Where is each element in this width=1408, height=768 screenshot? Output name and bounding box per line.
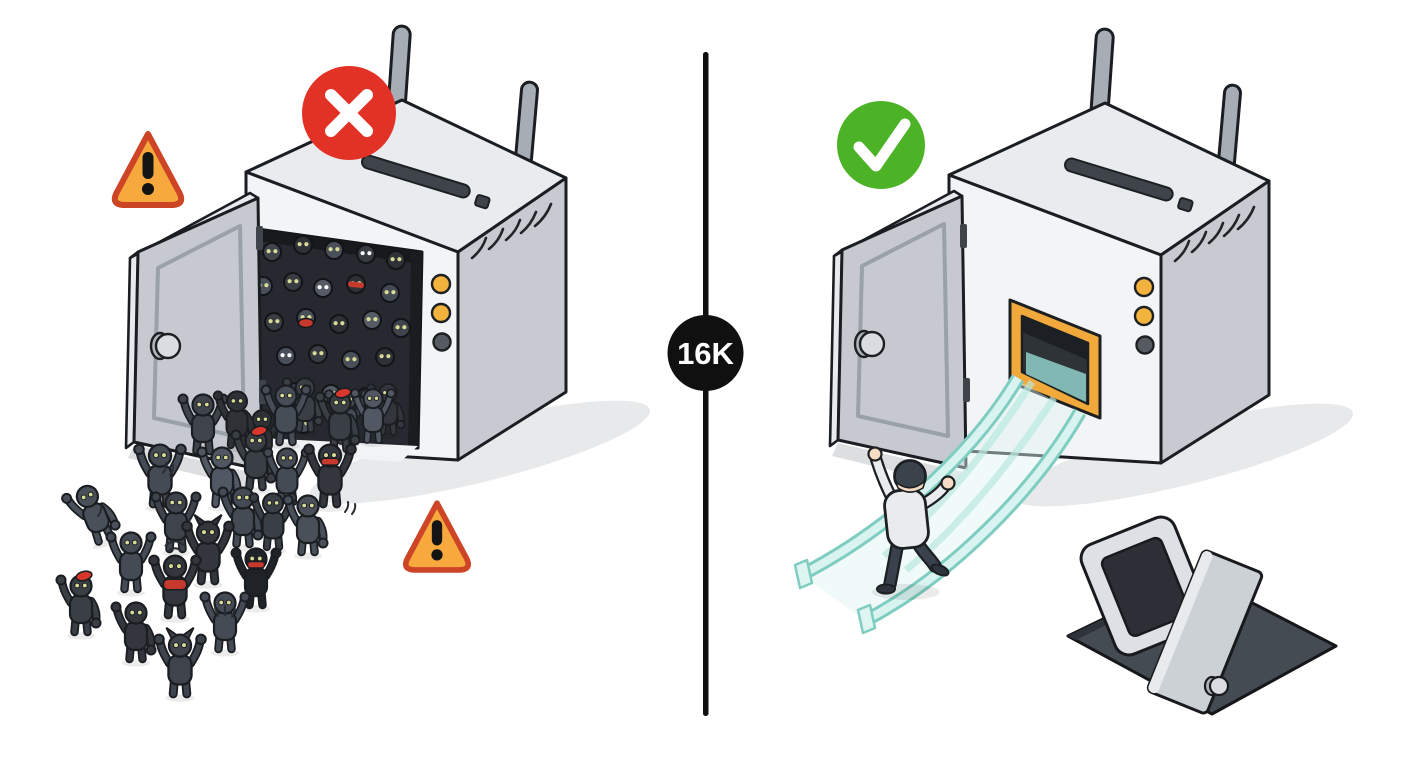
warning-triangle-top (115, 134, 181, 205)
divider-badge (667, 315, 744, 391)
bot-swarm (57, 378, 405, 702)
motion-marks (97, 462, 357, 618)
port-glow (1026, 352, 1086, 402)
bot-figure (112, 603, 156, 667)
bot-figure (57, 570, 101, 640)
x-circle-icon (302, 66, 396, 160)
bot-figure (154, 628, 205, 702)
center-divider: 16K (667, 52, 744, 716)
red-mouth-accent (297, 317, 315, 329)
secure-port (1008, 298, 1102, 420)
floor-hatch (1066, 515, 1338, 716)
bot-figure (201, 593, 250, 657)
single-user (867, 446, 956, 600)
red-mask-accent (348, 281, 365, 289)
check-circle-icon (837, 101, 925, 189)
warning-triangle-bottom (406, 503, 468, 570)
bot-crowd-inside (253, 235, 411, 438)
divider-label: 16K (677, 336, 734, 371)
bot-figure (107, 533, 156, 597)
right-panel-secure-router (793, 27, 1362, 716)
open-door-right (828, 189, 972, 488)
left-panel-open-router (57, 24, 659, 702)
